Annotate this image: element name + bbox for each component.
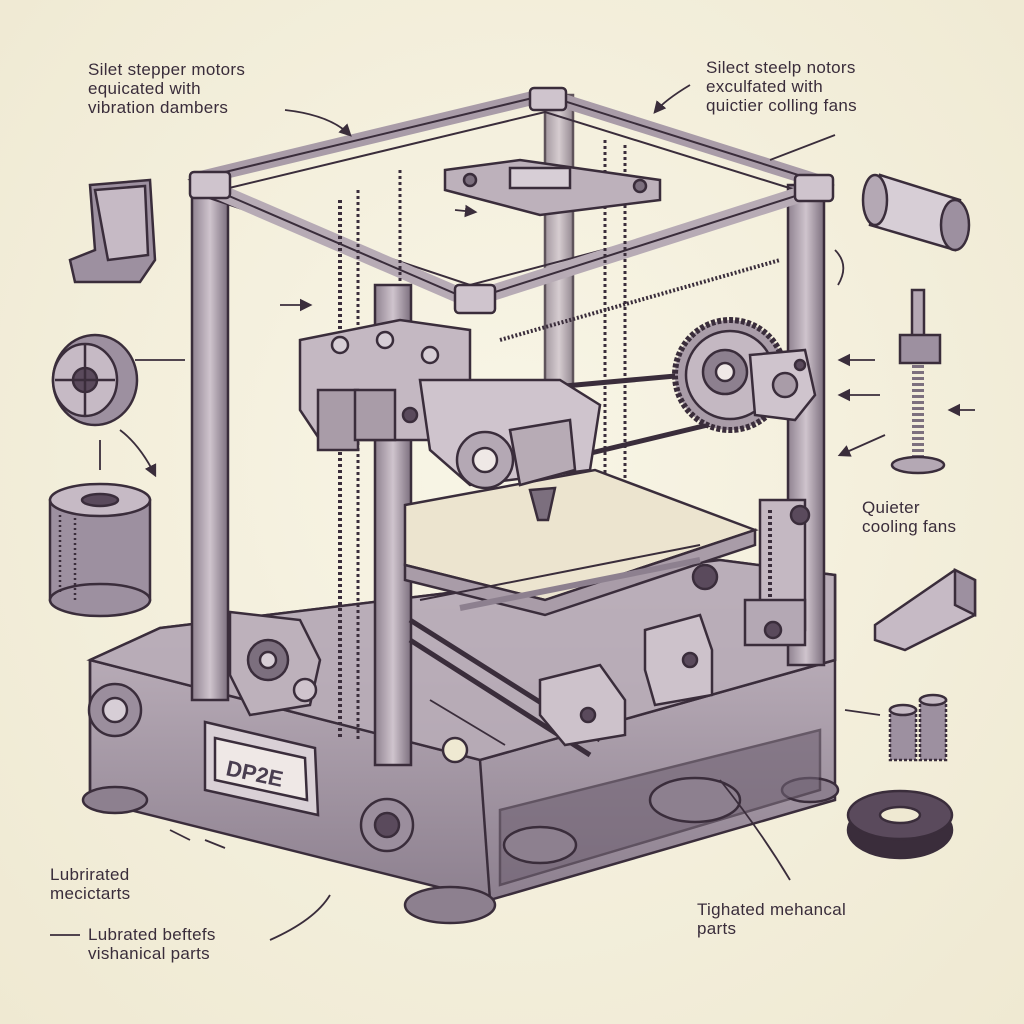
label-tightened-parts: Tighated mehancal parts xyxy=(697,900,847,938)
leader-lines xyxy=(50,84,975,941)
label-lubricated-belts: Lubrated beftefs vishanical parts xyxy=(88,925,216,963)
label-stepper-dampers: Silet stepper motors equicated with vibr… xyxy=(88,60,246,117)
fan-wheel-part xyxy=(51,333,139,427)
right-gear-motor xyxy=(672,317,817,433)
y-carriage xyxy=(408,613,714,758)
rubber-washer-part xyxy=(846,789,954,860)
roller-part xyxy=(861,173,971,252)
print-bed xyxy=(403,468,759,617)
wedge-part xyxy=(873,567,977,652)
lcd-panel xyxy=(203,720,320,817)
print-head xyxy=(298,318,602,522)
top-carriage xyxy=(443,158,662,217)
left-motor xyxy=(228,610,322,717)
right-z-bracket xyxy=(743,498,811,647)
damper-cylinder-part xyxy=(48,482,152,618)
label-stepper-fans: Silect steelp notors exculfated with qui… xyxy=(706,58,857,115)
frame xyxy=(187,86,835,767)
label-quieter-fans: Quieter cooling fans xyxy=(862,498,957,536)
label-lubricated-parts: Lubrirated mecictarts xyxy=(50,865,131,903)
damper-bracket-part xyxy=(68,178,157,284)
small-springs-part xyxy=(888,693,948,762)
spring-screw-part xyxy=(890,288,946,475)
bed-knob xyxy=(691,563,719,591)
